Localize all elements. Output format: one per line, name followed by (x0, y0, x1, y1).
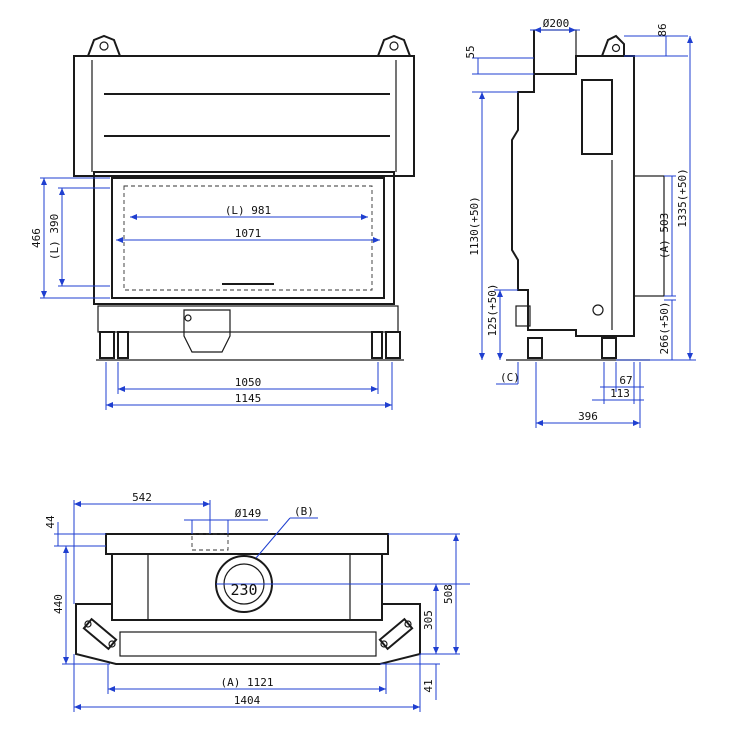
side-leg-front (527, 337, 543, 359)
leg-right-inner (371, 331, 383, 359)
dim-label-390: (L) 390 (48, 214, 61, 260)
dim-label-266: 266(+50) (658, 302, 671, 355)
air-inlet-bolt (184, 314, 192, 322)
dim-label-440: 440 (52, 594, 65, 614)
lifting-lug-left (87, 34, 121, 57)
side-knob (592, 304, 604, 316)
dim-arrows-125 (497, 290, 503, 360)
top-base-frame (75, 603, 421, 665)
flue-collar (533, 29, 577, 75)
lifting-lug-hole-right (389, 41, 399, 51)
side-view-dimensions: Ø200 55 86 1130(+50) 125(+50) 1335(+50) … (464, 17, 696, 428)
callout-b-leader (255, 517, 291, 559)
dim-label-1404: 1404 (234, 694, 261, 707)
side-view (506, 29, 665, 361)
air-inlet-hidden (191, 533, 229, 551)
side-leg-back (601, 337, 617, 359)
top-view-dimensions: 542 Ø149 (B) 230 44 440 508 305 41 (44, 491, 470, 712)
dim-label-55: 55 (464, 45, 477, 58)
leg-left (99, 331, 115, 359)
dim-label-508: 508 (442, 584, 455, 604)
dim-label-125: 125(+50) (486, 284, 499, 337)
dim-arrows-305 (433, 584, 439, 654)
dim-label-503: (A) 503 (658, 213, 671, 259)
dim-label-113: 113 (610, 387, 630, 400)
corner-bracket-left (82, 617, 118, 651)
side-convection-box (633, 175, 665, 297)
dim-label-1335: 1335(+50) (676, 168, 689, 228)
dim-label-1145: 1145 (235, 392, 262, 405)
dim-label-149: Ø149 (235, 507, 262, 520)
side-lug-hole (611, 43, 621, 53)
dim-label-542: 542 (132, 491, 152, 504)
dim-label-1071: 1071 (235, 227, 262, 240)
dim-label-200: Ø200 (543, 17, 570, 30)
side-body (511, 30, 635, 337)
front-view-dimensions: (L) 981 1071 466 (L) 390 1050 1145 (30, 177, 393, 410)
lifting-lug-hole-left (99, 41, 109, 51)
front-frame (93, 171, 395, 305)
top-inner-walls (147, 554, 351, 620)
top-front-rim (105, 533, 389, 555)
dim-label-44: 44 (44, 515, 57, 529)
callout-c-label: (C) (500, 371, 520, 384)
dim-label-1050: 1050 (235, 376, 262, 389)
top-view (75, 533, 421, 665)
air-connector (515, 305, 531, 327)
lifting-lug-right (377, 34, 411, 57)
hood-side-rails (91, 60, 397, 172)
dim-label-230: 230 (230, 581, 257, 599)
leg-left-inner (117, 331, 129, 359)
dim-label-67: 67 (619, 374, 632, 387)
dim-label-981: (L) 981 (225, 204, 271, 217)
callout-b-label: (B) (294, 505, 314, 518)
corner-bracket-right (378, 617, 414, 651)
glass-door (111, 177, 385, 299)
top-base-channel (119, 631, 377, 657)
dim-label-1121: (A) 1121 (221, 676, 274, 689)
dim-label-41: 41 (422, 679, 435, 692)
side-lifting-lug (601, 34, 625, 57)
side-access-panel (581, 79, 613, 155)
dim-label-396: 396 (578, 410, 598, 423)
front-base (97, 305, 399, 333)
leg-right (385, 331, 401, 359)
air-inlet-box (183, 309, 231, 353)
dim-label-466: 466 (30, 228, 43, 248)
dim-label-305: 305 (422, 610, 435, 630)
firebox-hidden-outline (123, 185, 373, 291)
dim-label-1130: 1130(+50) (468, 196, 481, 256)
front-view (73, 34, 415, 361)
dim-label-86: 86 (656, 23, 669, 36)
front-hood (73, 55, 415, 177)
